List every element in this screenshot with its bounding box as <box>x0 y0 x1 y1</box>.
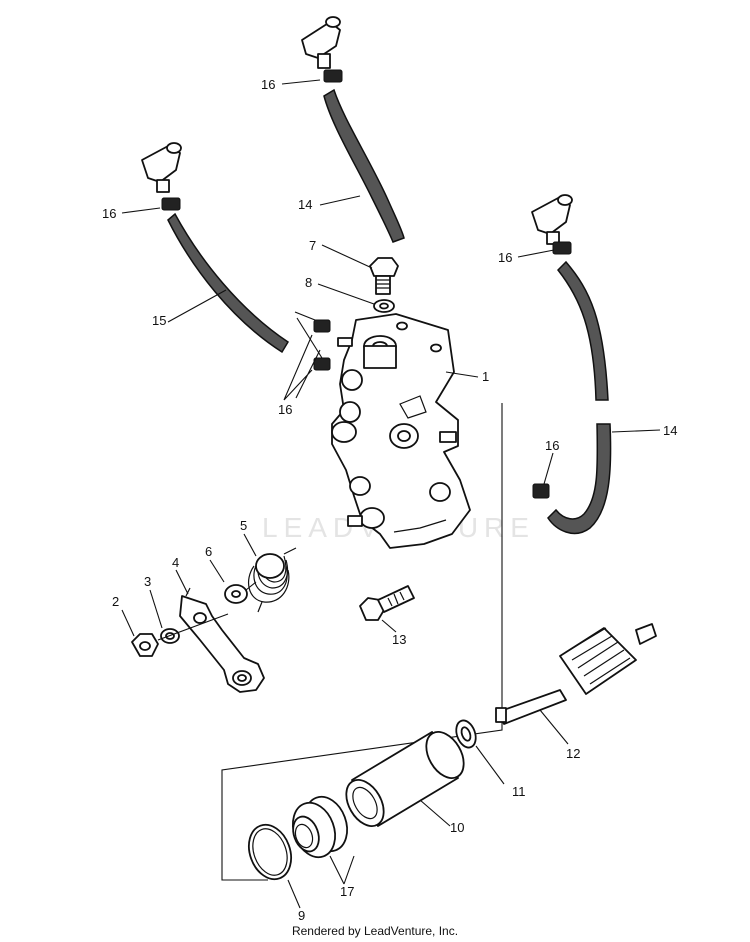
callout-4: 4 <box>172 555 179 570</box>
banjo-bolt-7 <box>369 257 399 295</box>
callout-3: 3 <box>144 574 151 589</box>
leader-lines <box>121 79 661 909</box>
callout-1: 1 <box>482 369 489 384</box>
bleeder-nipple-left <box>141 142 182 193</box>
seal-17 <box>292 795 348 859</box>
lever-4 <box>179 587 265 693</box>
callout-14-upper: 14 <box>298 197 312 212</box>
callout-16-pump: 16 <box>278 402 292 417</box>
hose-clamp-16-pump-a <box>313 319 331 333</box>
spring-5 <box>247 547 297 613</box>
callout-14-right: 14 <box>663 423 677 438</box>
hose-15 <box>167 212 290 354</box>
washer-11 <box>455 719 477 749</box>
bleeder-nipple-top <box>301 16 341 69</box>
callout-8: 8 <box>305 275 312 290</box>
callout-7: 7 <box>309 238 316 253</box>
callout-5: 5 <box>240 518 247 533</box>
callout-17: 17 <box>340 884 354 899</box>
callout-labels: 16 14 16 7 8 15 1 16 14 16 16 5 6 4 3 2 … <box>102 77 677 923</box>
callout-15: 15 <box>152 313 166 328</box>
hose-14-right <box>547 260 612 535</box>
callout-9: 9 <box>298 908 305 923</box>
hose-clamp-16-left <box>161 197 181 211</box>
callout-16-lower: 16 <box>545 438 559 453</box>
callout-13: 13 <box>392 632 406 647</box>
hose-14-upper <box>323 88 405 243</box>
washer-8 <box>373 299 395 313</box>
callout-16-top: 16 <box>261 77 275 92</box>
sleeve-10 <box>345 731 465 827</box>
callout-16-right: 16 <box>498 250 512 265</box>
callout-10: 10 <box>450 820 464 835</box>
oil-pump-body-1 <box>331 313 471 549</box>
hose-clamp-16-right <box>552 241 572 255</box>
callout-12: 12 <box>566 746 580 761</box>
shaft-axis-line <box>157 581 257 641</box>
callout-2: 2 <box>112 594 119 609</box>
washer-6 <box>224 584 248 604</box>
hose-clamp-16-lower <box>532 483 550 499</box>
callout-16-left: 16 <box>102 206 116 221</box>
hose-clamp-16-top <box>323 69 343 83</box>
render-credit: Rendered by LeadVenture, Inc. <box>291 924 459 938</box>
bolt-13 <box>359 585 415 621</box>
hose-clamp-16-pump-b <box>313 357 331 371</box>
nut-2 <box>131 633 159 657</box>
bleeder-nipple-right <box>531 194 573 245</box>
snap-ring-9 <box>248 823 292 881</box>
pump-nipple-left <box>337 337 353 347</box>
callout-6: 6 <box>205 544 212 559</box>
callout-11: 11 <box>512 784 526 799</box>
drive-gear-12 <box>495 623 657 725</box>
